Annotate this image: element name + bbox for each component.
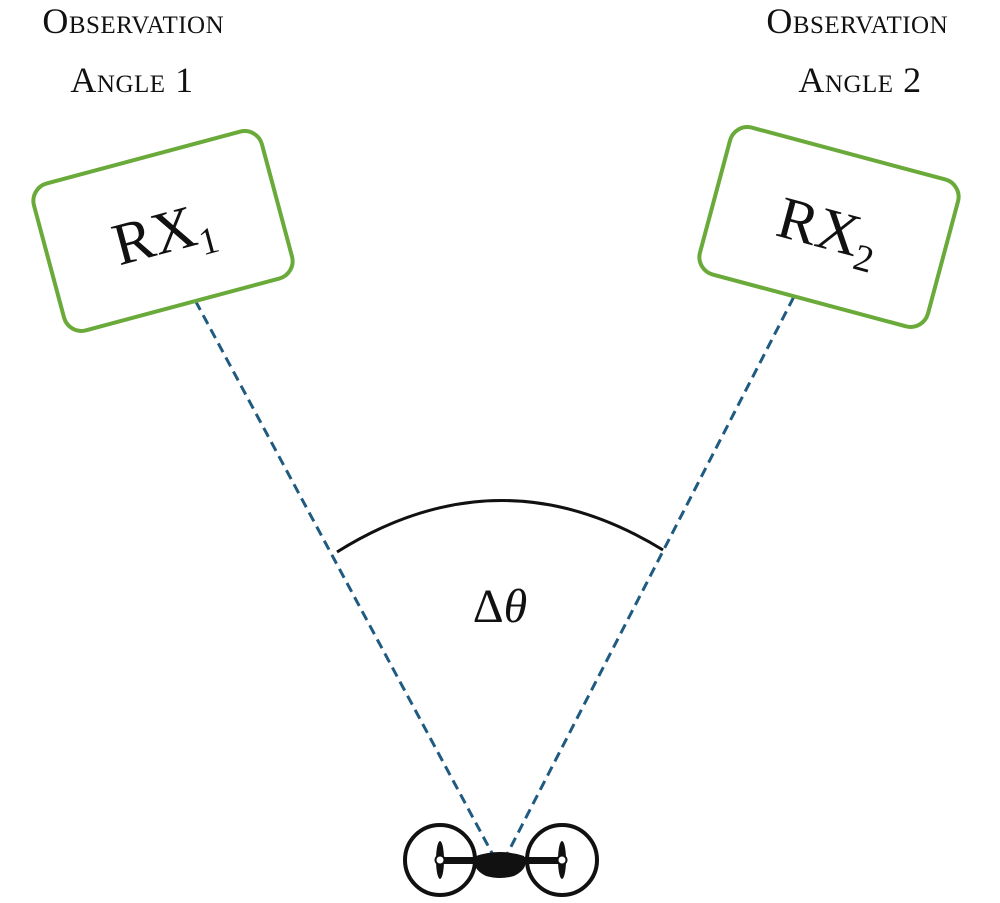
theta-symbol: θ — [504, 580, 528, 633]
receiver-1: RX1 — [31, 129, 295, 333]
delta-theta-label: Δθ — [473, 580, 527, 633]
receiver-2-box — [697, 125, 961, 329]
line-of-sight-1 — [186, 286, 502, 869]
angle-arc — [336, 499, 664, 554]
line-of-sight-2 — [498, 282, 803, 869]
drone-body — [474, 852, 526, 878]
receiver-2: RX2 — [697, 125, 961, 329]
drone-icon — [403, 823, 599, 897]
observation-angle-1-line2: Angle 1 — [70, 60, 193, 100]
delta-symbol: Δ — [473, 580, 504, 633]
observation-angle-1-label: Observation Angle 1 — [42, 1, 233, 100]
drone-hub-right — [556, 854, 568, 866]
observation-angle-2-line2: Angle 2 — [798, 60, 921, 100]
drone-hub-left — [434, 854, 446, 866]
observation-angle-2-label: Observation Angle 2 — [766, 1, 957, 100]
observation-angle-1-line1: Observation — [42, 1, 224, 41]
observation-angle-2-line1: Observation — [766, 1, 948, 41]
receiver-1-box — [31, 129, 295, 333]
